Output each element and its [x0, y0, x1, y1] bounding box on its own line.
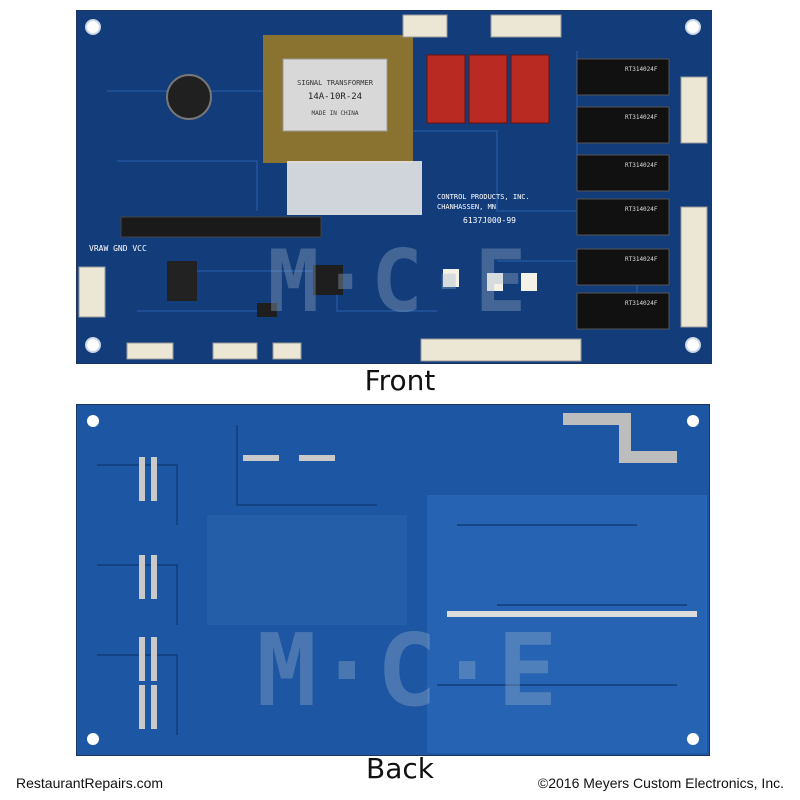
relay-bank: RT314024F RT314024F RT314024F RT314024F … [576, 58, 670, 330]
board-back-graphic: M·C·E [87, 413, 707, 753]
relay-label: RT314024F [625, 162, 658, 169]
ribbon-header [120, 216, 322, 238]
transformer-part: 14A-10R-24 [308, 92, 362, 102]
transformer-origin: MADE IN CHINA [312, 110, 359, 117]
part-number: 6137J000-99 [463, 216, 516, 225]
header-label: VRAW GND VCC [89, 244, 147, 253]
relay-label: RT314024F [625, 66, 658, 73]
relay-label: RT314024F [625, 206, 658, 213]
back-caption: Back [366, 752, 434, 785]
transformer: SIGNAL TRANSFORMER 14A-10R-24 MADE IN CH… [263, 35, 413, 163]
bus-bar [563, 413, 677, 463]
watermark-logo: M·C·E [268, 232, 527, 332]
copyright-notice: ©2016 Meyers Custom Electronics, Inc. [537, 775, 784, 791]
watermark-logo: M·C·E [256, 612, 557, 729]
manufacturer-name: CONTROL PRODUCTS, INC. [437, 193, 530, 201]
manufacturer-city: CHANHASSEN, MN [437, 203, 496, 211]
relay-label: RT314024F [625, 114, 658, 121]
board-back-photo: M·C·E [76, 404, 710, 756]
capacitor [166, 74, 212, 120]
relay-label: RT314024F [625, 256, 658, 263]
microcontroller [313, 265, 343, 295]
site-credit: RestaurantRepairs.com [16, 775, 164, 791]
board-front-photo: SIGNAL TRANSFORMER 14A-10R-24 MADE IN CH… [76, 10, 712, 364]
relay-label: RT314024F [625, 300, 658, 307]
transformer-label: SIGNAL TRANSFORMER [297, 79, 374, 87]
front-caption: Front [364, 364, 436, 397]
board-front-graphic: SIGNAL TRANSFORMER 14A-10R-24 MADE IN CH… [78, 14, 708, 362]
